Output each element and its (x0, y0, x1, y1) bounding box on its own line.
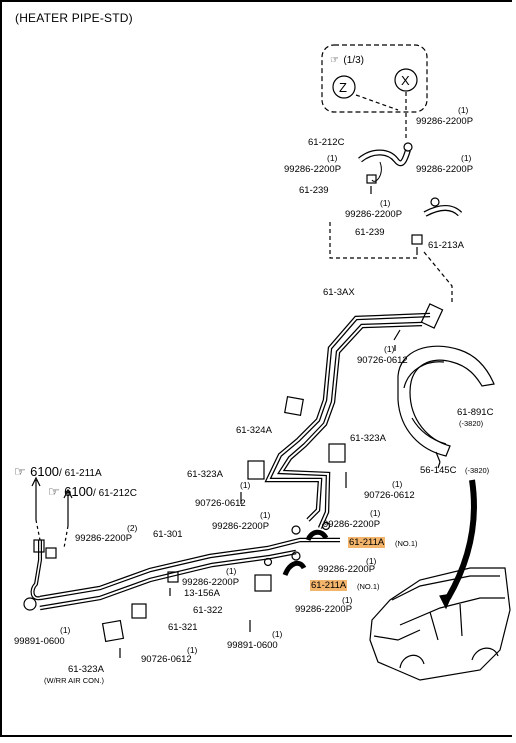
part-label[interactable]: 61-321 (168, 622, 198, 633)
part-label[interactable]: 61-323A (187, 469, 223, 480)
note-label: (NO.1) (395, 539, 418, 548)
part-label[interactable]: 99286-2200P (284, 164, 342, 175)
note-label: (NO.1) (357, 582, 380, 591)
ref-sub: / 61-211A (59, 468, 102, 479)
part-label[interactable]: 61-324A (236, 425, 272, 436)
qty-label: (1) (226, 566, 237, 576)
pointer-icon: ☞ (14, 464, 26, 479)
page-title: (HEATER PIPE-STD) (15, 11, 133, 25)
ref-sub: / 61-212C (93, 488, 137, 499)
part-label[interactable]: 61-323A (350, 433, 386, 444)
ref-6100-61-212c[interactable]: ☞ 6100/ 61-212C (48, 483, 137, 501)
part-label-highlighted[interactable]: 61-211A (348, 537, 386, 548)
qty-label: (1) (384, 344, 395, 354)
ref-6100-61-211a[interactable]: ☞ 6100/ 61-211A (14, 463, 102, 481)
qty-label: (1) (342, 595, 353, 605)
part-label[interactable]: 61-239 (299, 185, 329, 196)
pointer-icon: ☞ (48, 484, 60, 499)
qty-label: (1) (380, 198, 391, 208)
ref-main: 6100 (30, 464, 60, 479)
part-label[interactable]: 90726-0612 (364, 490, 415, 501)
detail-ref: ☞ (1/3) (330, 50, 364, 68)
part-label[interactable]: 99286-2200P (295, 604, 353, 615)
note-label: (-3820) (465, 466, 490, 475)
qty-label: (1) (60, 625, 71, 635)
part-label[interactable]: 99286-2200P (75, 533, 133, 544)
part-label[interactable]: 61-301 (153, 529, 183, 540)
qty-label: (1) (187, 645, 198, 655)
qty-label: (2) (127, 523, 138, 533)
qty-label: (1) (366, 556, 377, 566)
part-label[interactable]: 99891-0600 (14, 636, 65, 647)
part-label[interactable]: 61-239 (355, 227, 385, 238)
ref-main: 6100 (64, 484, 94, 499)
part-label[interactable]: 56-145C (420, 465, 457, 476)
part-label[interactable]: 13-156A (184, 588, 220, 599)
qty-label: (1) (260, 510, 271, 520)
qty-label: (1) (461, 153, 472, 163)
part-label[interactable]: 61-891C (457, 407, 494, 418)
circle-z-label: Z (339, 80, 347, 95)
part-label[interactable]: 61-213A (428, 240, 464, 251)
part-label-highlighted[interactable]: 61-211A (310, 580, 348, 591)
part-label[interactable]: 90726-0612 (357, 355, 408, 366)
pointer-icon: ☞ (330, 55, 339, 66)
note-label: (W/RR AIR CON.) (44, 676, 104, 685)
part-label[interactable]: 99286-2200P (345, 209, 403, 220)
qty-label: (1) (327, 153, 338, 163)
circle-x-label: X (401, 73, 410, 88)
qty-label: (1) (370, 508, 381, 518)
part-label[interactable]: 99891-0600 (227, 640, 278, 651)
part-label[interactable]: 99286-2200P (416, 116, 474, 127)
part-label[interactable]: 99286-2200P (318, 564, 376, 575)
detail-ref-label: (1/3) (343, 55, 364, 66)
part-label[interactable]: 99286-2200P (182, 577, 240, 588)
qty-label: (1) (458, 105, 469, 115)
part-label[interactable]: 61-322 (193, 605, 223, 616)
qty-label: (1) (240, 480, 251, 490)
part-label[interactable]: 99286-2200P (212, 521, 270, 532)
note-label: (-3820) (459, 419, 484, 428)
part-label[interactable]: 90726-0612 (195, 498, 246, 509)
part-label[interactable]: 61-212C (308, 137, 345, 148)
part-label[interactable]: 99286-2200P (416, 164, 474, 175)
qty-label: (1) (392, 479, 403, 489)
qty-label: (1) (272, 629, 283, 639)
part-label[interactable]: 90726-0612 (141, 654, 192, 665)
part-label[interactable]: 61-323A (68, 664, 104, 675)
detail-box (321, 44, 428, 113)
part-label[interactable]: 99286-2200P (323, 519, 381, 530)
part-label[interactable]: 61-3AX (323, 287, 355, 298)
